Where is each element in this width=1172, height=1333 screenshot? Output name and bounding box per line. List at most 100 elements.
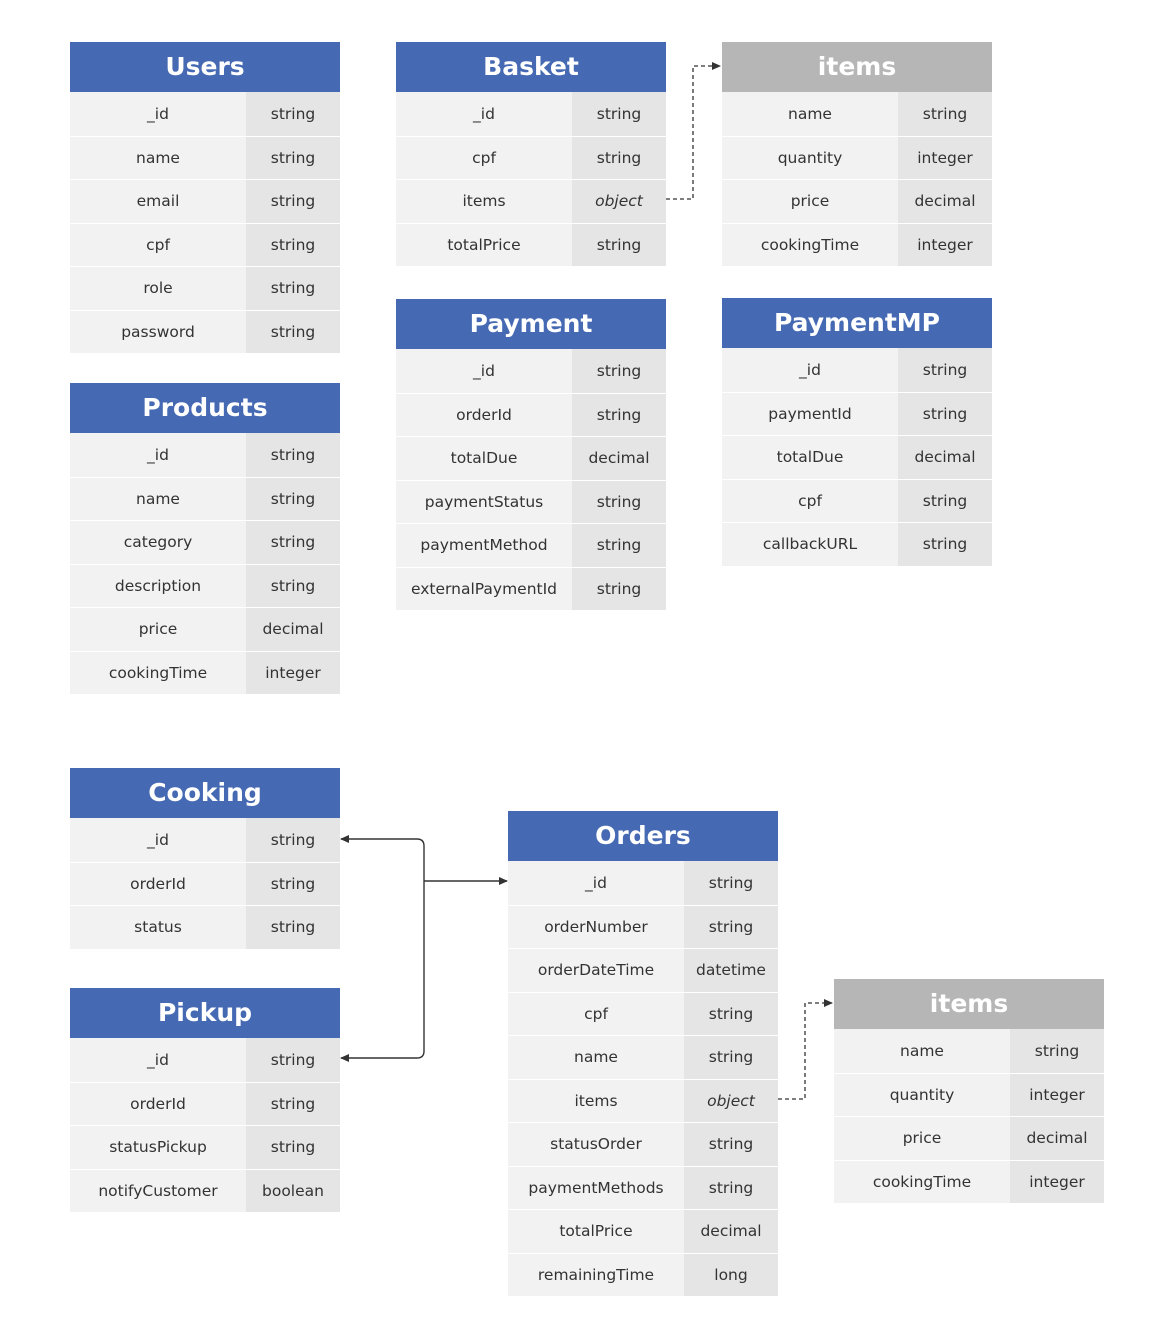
field-name: orderNumber <box>508 904 684 948</box>
field-name: password <box>70 309 246 353</box>
field-name: _id <box>70 92 246 136</box>
table-title: Pickup <box>70 988 340 1038</box>
field-name: _id <box>70 1038 246 1082</box>
field-name: email <box>70 179 246 223</box>
field-name: name <box>834 1029 1010 1073</box>
field-name: category <box>70 520 246 564</box>
field-type: string <box>246 1081 340 1125</box>
field-type: string <box>1010 1029 1104 1073</box>
field-type: string <box>246 179 340 223</box>
field-name: _id <box>396 92 572 136</box>
table-title: PaymentMP <box>722 298 992 348</box>
field-type: string <box>572 222 666 266</box>
field-type: string <box>246 563 340 607</box>
field-type: string <box>898 92 992 136</box>
field-name: orderId <box>396 392 572 436</box>
field-type: integer <box>246 650 340 694</box>
field-name: remainingTime <box>508 1252 684 1296</box>
field-type: object <box>572 179 666 223</box>
field-name: totalDue <box>722 435 898 479</box>
field-name: price <box>834 1116 1010 1160</box>
field-type: string <box>684 1035 778 1079</box>
field-type: string <box>572 523 666 567</box>
field-type: string <box>572 135 666 179</box>
field-name: _id <box>396 349 572 393</box>
field-name: paymentMethods <box>508 1165 684 1209</box>
field-name: items <box>396 179 572 223</box>
field-name: price <box>70 607 246 651</box>
field-name: cookingTime <box>834 1159 1010 1203</box>
field-type: boolean <box>246 1168 340 1212</box>
field-type: integer <box>1010 1072 1104 1116</box>
field-name: cookingTime <box>70 650 246 694</box>
field-type: string <box>572 92 666 136</box>
field-name: cpf <box>396 135 572 179</box>
field-name: paymentStatus <box>396 479 572 523</box>
field-name: statusOrder <box>508 1122 684 1166</box>
field-name: name <box>508 1035 684 1079</box>
field-name: description <box>70 563 246 607</box>
field-type: string <box>246 433 340 477</box>
table-title: items <box>722 42 992 92</box>
field-type: string <box>246 1125 340 1169</box>
basket-items-connector <box>666 62 721 200</box>
field-name: name <box>70 135 246 179</box>
field-name: totalDue <box>396 436 572 480</box>
field-type: string <box>572 392 666 436</box>
field-type: string <box>246 222 340 266</box>
field-name: statusPickup <box>70 1125 246 1169</box>
field-type: string <box>246 309 340 353</box>
field-type: string <box>572 349 666 393</box>
field-type: string <box>684 991 778 1035</box>
field-name: _id <box>722 348 898 392</box>
field-type: decimal <box>572 436 666 480</box>
field-type: string <box>684 904 778 948</box>
field-type: string <box>898 391 992 435</box>
table-title: Users <box>70 42 340 92</box>
field-name: cpf <box>508 991 684 1035</box>
field-name: paymentId <box>722 391 898 435</box>
field-type: datetime <box>684 948 778 992</box>
field-name: orderId <box>70 1081 246 1125</box>
field-type: integer <box>898 222 992 266</box>
